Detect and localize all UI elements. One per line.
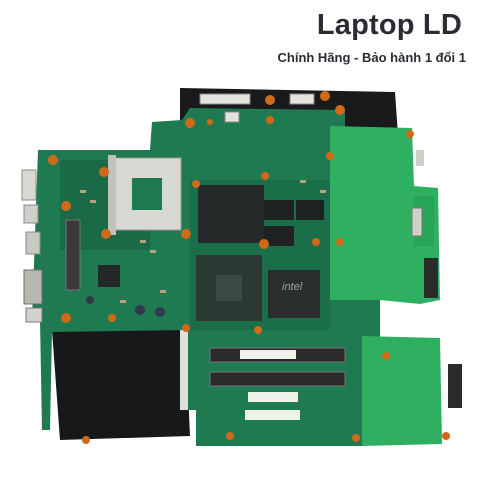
top-connector-2 [289,93,315,105]
ram-slot-2 [209,371,346,387]
ram-label-1 [240,350,296,359]
memory-chip-1 [264,200,294,220]
sata-connector-3 [448,364,462,408]
intel-chip [268,270,320,318]
capacitors [86,296,165,317]
brand-title: Laptop LD [316,9,462,41]
smd-components [80,180,326,303]
memory-chip-2 [296,200,324,220]
left-port-3 [25,231,41,255]
cpu-socket-lever [108,155,116,235]
left-port-1 [21,169,37,201]
vertical-connector [180,330,188,410]
right-flex-lower [362,336,442,446]
top-connector-3 [224,111,240,123]
memory-chip-3 [264,226,294,246]
bottom-left-black-tape [52,326,190,440]
cpu-socket-inner [132,178,162,210]
top-connector-1 [199,93,251,105]
ram-label-3 [245,410,300,420]
ram-label-2 [248,392,298,402]
left-port-2 [23,204,39,224]
sata-connector-2 [424,258,438,298]
left-port-5 [25,307,43,323]
mounting-pads [48,91,450,444]
left-port-4 [23,269,43,305]
sata-connector-1 [411,207,423,237]
mini-pcie-slot [65,219,81,291]
graphics-chip [198,185,264,243]
northbridge-die [216,275,242,301]
brand-subtitle: Chính Hãng - Bảo hành 1 đổi 1 [277,50,467,65]
sata-connector-small [416,150,424,166]
intel-logo-text: intel [282,281,303,293]
small-chip-left [98,265,120,287]
right-flex-upper [330,126,440,304]
